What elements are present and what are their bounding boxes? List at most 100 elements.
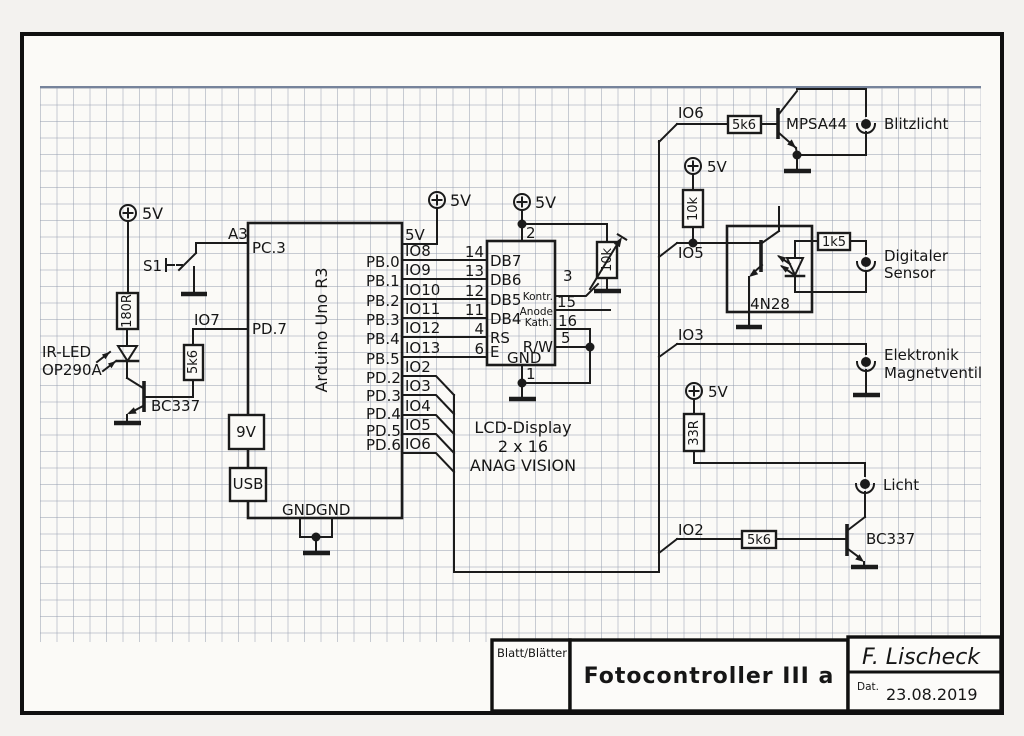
io5-wire [657,241,761,259]
lcd-pin15: 15 [557,293,576,311]
connector-licht-icon [854,479,876,494]
io3-wire [657,342,867,359]
potentiometer-10k-icon [588,233,628,294]
page-border [20,32,1004,715]
pin-io10: IO10 [405,281,440,299]
ventil-label-2: Magnetventil [884,364,982,382]
lcd-pin5: 5 [561,329,571,347]
io6-wire [657,122,729,144]
lcd-pin16: 16 [558,312,577,330]
bc337-right-label: BC337 [866,530,915,548]
supply-5v-label: 5V [450,191,471,210]
transistor-bc337-left-icon [114,376,194,426]
4n28-label: 4N28 [750,295,790,313]
lcd-pin1: 1 [526,365,536,383]
lcd-5v-label: 5V [535,193,556,212]
blitzlicht-circuit: IO6 5k6 MPSA44 [657,88,948,174]
pin-pd4: PD.4 [366,405,401,423]
io2-label: IO2 [678,521,704,539]
wire [192,328,249,398]
power-5v-icon [513,193,531,211]
wire [849,240,867,255]
pin-io8: IO8 [405,242,431,260]
lcd-db7: DB7 [490,252,521,270]
pd7-label: PD.7 [252,320,287,338]
lcd-name-2: 2 x 16 [498,437,548,456]
pin-io6: IO6 [405,435,431,453]
power-5v-icon [684,157,702,175]
io6-label: IO6 [678,104,704,122]
sheet-box [490,638,572,713]
optocoupler-4n28-outline [725,224,814,314]
lcd-pin-13: 13 [465,262,484,280]
5v-10k-label: 5V [707,158,728,176]
gnd-label-b: GND [316,501,350,519]
arduino-bus-pin-rows: IO2 IO3 IO4 IO5 IO6 PD.2 PD.3 PD.4 PD.5 … [366,358,456,474]
pin-pd5: PD.5 [366,422,401,440]
s1-label: S1 [143,257,162,275]
ir-led-driver-circuit: 5V 180R IR-LED OP290A [42,204,249,426]
pin-pd3: PD.3 [366,387,401,405]
pin-io4: IO4 [405,397,431,415]
lcd-name-3: ANAG VISION [470,456,576,475]
lcd-db4: DB4 [490,310,521,328]
resistor-5k6-io6-label: 5k6 [732,118,756,133]
resistor-1k5-label: 1k5 [822,235,846,250]
lcd-pin-11: 11 [465,301,484,319]
pin-pb0: PB.0 [366,253,400,271]
lcd-pin3: 3 [563,267,573,285]
pin-pb1: PB.1 [366,272,400,290]
pc3-label: PC.3 [252,239,286,257]
lcd-rs: RS [490,329,510,347]
lcd-name-1: LCD-Display [474,418,571,437]
pin-pd6: PD.6 [366,436,401,454]
sensor-circuit: 5V 10k IO5 [657,157,949,330]
junction-dot [585,342,595,352]
sensor-label-2: Sensor [884,264,936,282]
date-label: Dat. [857,681,879,693]
resistor-10k-label: 10k [686,196,701,221]
pin-io3: IO3 [405,377,431,395]
wire [796,88,867,156]
resistor-33r-label: 33R [687,420,702,446]
sensor-label-1: Digitaler [884,247,949,265]
title-block: Blatt/Blätter Fotocontroller III a F. Li… [490,635,1003,713]
blitzlicht-label: Blitzlicht [884,115,948,133]
drawing-title: Fotocontroller III a [584,664,835,689]
licht-label: Licht [883,476,919,494]
arduino-lcd-pin-rows: IO8 IO9 IO10 IO11 IO12 IO13 14 13 12 11 … [366,242,488,368]
connector-magnetventil-icon [855,357,877,372]
author-box [846,635,1003,713]
pin-pb2: PB.2 [366,292,400,310]
resistor-5k6-left-label: 5k6 [186,350,201,374]
bc337-left-label: BC337 [151,397,200,415]
lcd-pin-4: 4 [474,320,484,338]
io5-label: IO5 [678,244,704,262]
date-value: 23.08.2019 [886,685,978,704]
a3-label: A3 [228,225,248,243]
kontr-wire [554,282,600,297]
gnd-label-a: GND [282,501,316,519]
wire [521,223,608,243]
io7-label: IO7 [194,311,220,329]
power-5v-icon [119,204,137,294]
lcd-pin-14: 14 [465,243,484,261]
pin-io13: IO13 [405,339,440,357]
arduino-outline [246,221,404,520]
lcd-kath: Kath. [525,317,552,329]
power-jack-9v [227,413,266,451]
io3-label: IO3 [678,326,704,344]
lcd-kontr: Kontr. [523,291,553,303]
arduino-name: Arduino Uno R3 [312,267,331,392]
sheet-label: Blatt/Blätter [497,646,567,660]
licht-circuit: 5V 33R Licht IO2 5k6 [657,382,919,570]
pin-pd2: PD.2 [366,369,401,387]
wire [693,450,866,518]
arduino-uno-block: Arduino Uno R3 PC.3 PD.7 9V USB GND GND … [227,140,660,573]
optocoupler-4n28-icon [736,206,867,330]
power-5v-icon [685,382,703,400]
lcd-display-block: DB7 DB6 DB5 DB4 RS E GND R/W Kontr. Anod… [470,193,628,475]
ventil-label-1: Elektronik [884,346,959,364]
